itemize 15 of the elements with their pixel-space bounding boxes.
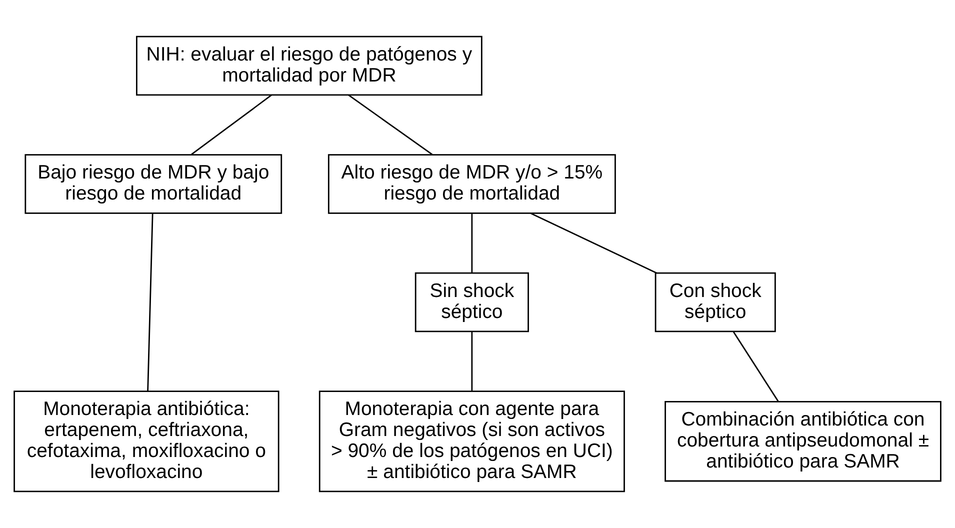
connector	[471, 213, 473, 273]
connector	[190, 94, 272, 156]
connector	[732, 332, 779, 402]
node-box: Alto riesgo de MDR y/o > 15% riesgo de mortalidad	[328, 154, 616, 214]
node-box: Bajo riesgo de MDR y bajo riesgo de mortalidad	[24, 154, 282, 214]
node-box: Combinación antibiótica con cobertura antipseudomonal ± antibiótico para SAMR	[664, 401, 942, 482]
node-box: Sin shock séptico	[414, 272, 529, 332]
connector	[530, 212, 657, 274]
node-box: Monoterapia antibiótica: ertapenem, ceftriaxona, cefotaxima, moxifloxacino o levofloxacino	[14, 390, 280, 492]
connector	[348, 94, 433, 156]
connector	[147, 214, 154, 392]
node-box: Monoterapia con agente para Gram negativos (si son activos > 90% de los patógenos en UCI) ± antibiótico para SAMR	[318, 390, 625, 492]
connector	[471, 332, 473, 391]
node-box: Con shock séptico	[654, 272, 776, 332]
node-box: NIH: evaluar el riesgo de patógenos y mortalidad por MDR	[136, 36, 482, 96]
